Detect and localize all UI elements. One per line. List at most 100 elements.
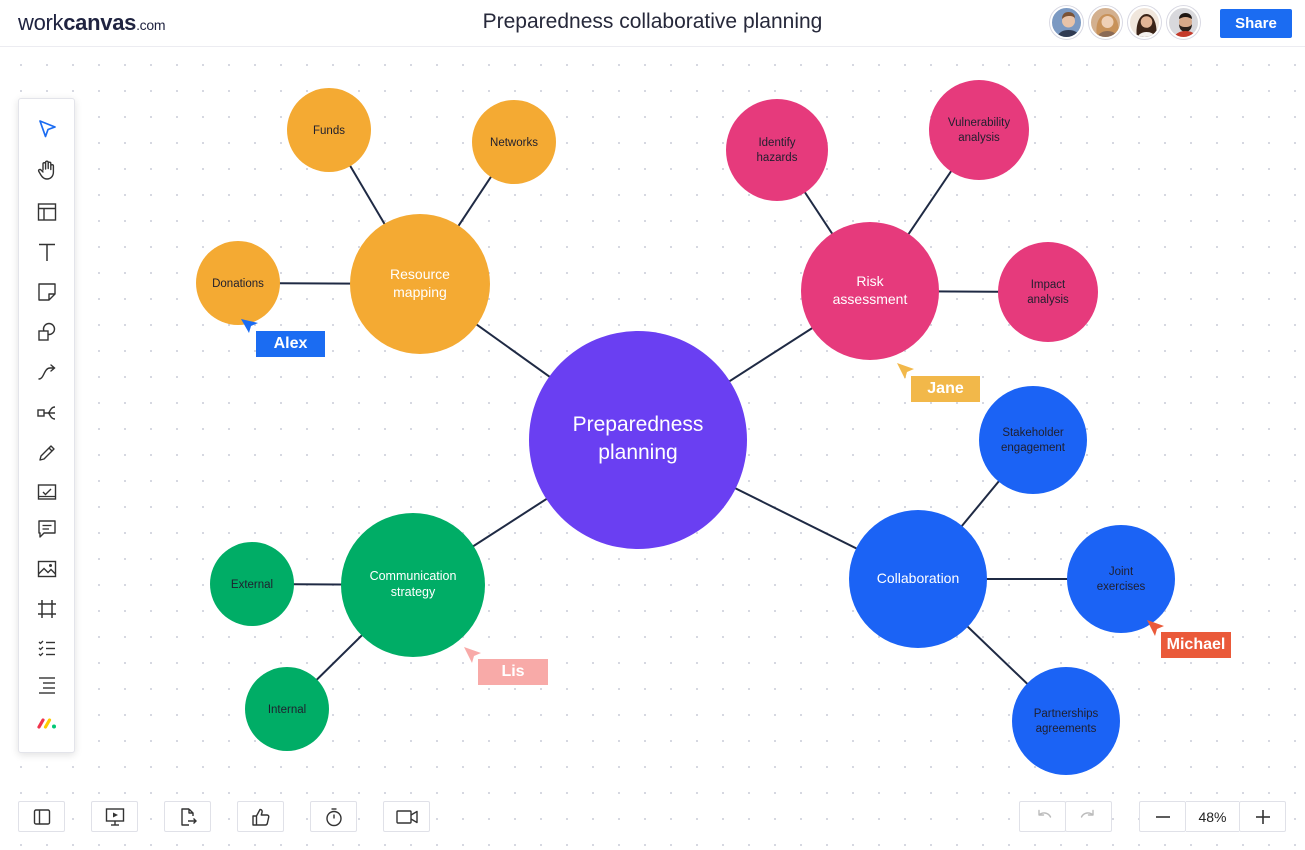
node-funds[interactable]: Funds (287, 88, 371, 172)
connector-tool[interactable] (33, 359, 61, 387)
left-toolbar (18, 98, 75, 753)
cursor-label-jane: Jane (911, 376, 980, 402)
plus-icon (1255, 809, 1270, 824)
comment-icon (38, 520, 56, 538)
undo-icon (1037, 809, 1051, 818)
share-button[interactable]: Share (1220, 9, 1292, 38)
cursor-label-alex: Alex (256, 331, 325, 357)
video-camera-icon (395, 809, 418, 824)
export-file-icon (180, 807, 197, 826)
video-call-button[interactable] (383, 801, 430, 832)
node-label: Preparedness (573, 413, 704, 436)
cursor-arrow-icon (897, 363, 914, 379)
avatar[interactable] (1167, 6, 1200, 39)
zoom-out-button[interactable] (1139, 801, 1186, 832)
outline-tool[interactable] (33, 671, 61, 699)
app-logo[interactable]: workcanvas.com (18, 10, 166, 36)
thumbs-up-icon (251, 808, 269, 826)
node-partnerships-agreements[interactable]: Partnerships agreements (1012, 667, 1120, 775)
node-risk-assessment[interactable]: Risk assessment (801, 222, 939, 360)
checklist-tool[interactable] (33, 634, 61, 662)
node-stakeholder-engagement[interactable]: Stakeholder engagement (979, 386, 1087, 494)
logo-bold-text: canvas (63, 10, 137, 35)
node-donations[interactable]: Donations (196, 241, 280, 325)
node-resource-mapping[interactable]: Resource mapping (350, 214, 490, 354)
node-label: Impact (1031, 279, 1066, 291)
select-tool[interactable] (33, 115, 61, 143)
template-tool[interactable] (33, 198, 61, 226)
cursor-label-lis: Lis (478, 659, 548, 685)
mindmap-tool[interactable] (33, 399, 61, 427)
node-collaboration[interactable]: Collaboration (849, 510, 987, 648)
image-icon (37, 560, 57, 578)
minus-icon (1155, 815, 1170, 818)
frame-tool[interactable] (33, 595, 61, 623)
node-label: Joint (1109, 566, 1134, 578)
pen-tool[interactable] (33, 439, 61, 467)
node-center[interactable]: Preparedness planning (529, 331, 747, 549)
panel-toggle-button[interactable] (18, 801, 65, 832)
sticky-note-icon (38, 283, 56, 301)
app-header: workcanvas.com Preparedness collaborativ… (0, 0, 1305, 47)
logo-light-text: work (18, 10, 64, 35)
text-icon (39, 243, 55, 261)
redo-icon (1080, 809, 1094, 818)
template-icon (37, 203, 57, 221)
avatar[interactable] (1050, 6, 1083, 39)
redo-button[interactable] (1065, 801, 1112, 832)
node-label: agreements (1036, 723, 1097, 735)
shapes-icon (38, 322, 56, 341)
node-label: Stakeholder (1002, 427, 1064, 439)
person-icon (1136, 14, 1157, 37)
node-label: planning (598, 441, 677, 464)
hand-tool[interactable] (33, 156, 61, 184)
node-label: exercises (1097, 581, 1146, 593)
node-impact-analysis[interactable]: Impact analysis (998, 242, 1098, 342)
text-tool[interactable] (33, 238, 61, 266)
presentation-button[interactable] (91, 801, 138, 832)
image-tool[interactable] (33, 555, 61, 583)
node-identify-hazards[interactable]: Identify hazards (726, 99, 828, 201)
shapes-tool[interactable] (33, 318, 61, 346)
node-label: Collaboration (877, 570, 960, 586)
node-label: mapping (393, 284, 447, 300)
node-vulnerability-analysis[interactable]: Vulnerability analysis (929, 80, 1029, 180)
task-tool[interactable] (33, 478, 61, 506)
node-internal[interactable]: Internal (245, 667, 329, 751)
monday-apps-tool[interactable] (33, 709, 61, 737)
node-label: Funds (313, 125, 345, 137)
cursor-arrow-icon (1147, 620, 1164, 636)
node-communication-strategy[interactable]: Communication strategy (341, 513, 485, 657)
avatar[interactable] (1128, 6, 1161, 39)
undo-button[interactable] (1019, 801, 1066, 832)
outline-icon (39, 677, 55, 694)
sticky-note-tool[interactable] (33, 278, 61, 306)
timer-button[interactable] (310, 801, 357, 832)
hand-icon (37, 160, 55, 180)
logo-suffix-text: .com (136, 17, 166, 33)
node-label: engagement (1001, 442, 1066, 454)
node-label: External (231, 579, 273, 591)
person-icon (1174, 13, 1197, 37)
zoom-in-button[interactable] (1239, 801, 1286, 832)
person-icon (1096, 14, 1119, 37)
node-external[interactable]: External (210, 542, 294, 626)
select-icon (39, 120, 56, 138)
export-button[interactable] (164, 801, 211, 832)
node-label: analysis (1027, 294, 1069, 306)
zoom-level[interactable]: 48% (1186, 801, 1239, 832)
node-label: strategy (391, 585, 436, 599)
node-label: Networks (490, 137, 538, 149)
comment-tool[interactable] (33, 515, 61, 543)
node-joint-exercises[interactable]: Joint exercises (1067, 525, 1175, 633)
sidebar-panel-icon (33, 808, 50, 825)
presentation-icon (105, 807, 124, 826)
node-networks[interactable]: Networks (472, 100, 556, 184)
voting-button[interactable] (237, 801, 284, 832)
person-icon (1057, 12, 1080, 37)
node-label: Resource (390, 266, 450, 282)
avatar[interactable] (1089, 6, 1122, 39)
mindmap-icon (37, 406, 56, 420)
timer-icon (325, 807, 342, 826)
